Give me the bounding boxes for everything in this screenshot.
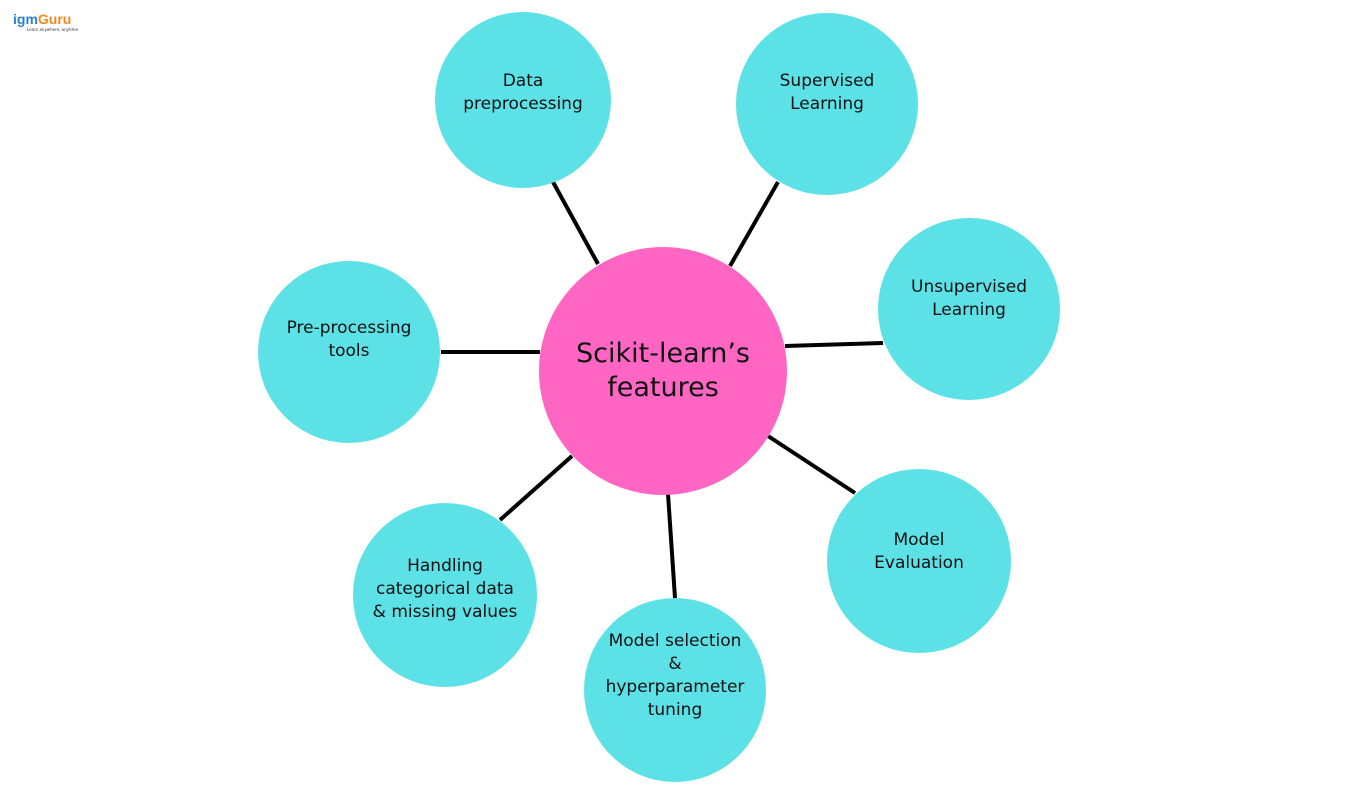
hub-scikit-learn-features: Scikit-learn’s features bbox=[539, 247, 787, 495]
logo-guru: Guru bbox=[37, 11, 72, 27]
logo-tagline: Learn anywhere, anytime bbox=[27, 27, 79, 32]
node-label: Pre-processing tools bbox=[286, 318, 412, 361]
igmguru-logo: igmGuru Learn anywhere, anytime bbox=[13, 12, 78, 32]
node-preprocessing-tools: Pre-processing tools bbox=[258, 261, 440, 443]
connector-supervised bbox=[728, 181, 780, 267]
node-label: Model Evaluation bbox=[874, 530, 964, 573]
node-label: Unsupervised Learning bbox=[911, 277, 1027, 320]
node-label: Supervised Learning bbox=[779, 71, 875, 114]
logo-igm: igm bbox=[13, 11, 38, 27]
connector-unsupervised bbox=[784, 341, 884, 348]
node-label: Model selection & hyperparameter tuning bbox=[605, 631, 745, 720]
node-supervised-learning: Supervised Learning bbox=[736, 13, 918, 195]
node-handling-categorical: Handling categorical data & missing valu… bbox=[353, 503, 537, 687]
node-model-selection: Model selection & hyperparameter tuning bbox=[584, 598, 766, 782]
hub-label: Scikit-learn’s features bbox=[576, 338, 750, 403]
connector-model-selection bbox=[666, 493, 677, 599]
connector-data-preprocessing bbox=[551, 181, 600, 265]
node-data-preprocessing: Data preprocessing bbox=[435, 12, 611, 188]
node-unsupervised-learning: Unsupervised Learning bbox=[878, 218, 1060, 400]
connector-model-evaluation bbox=[766, 434, 857, 495]
node-label: Handling categorical data & missing valu… bbox=[372, 555, 518, 622]
node-label: Data preprocessing bbox=[463, 71, 583, 114]
node-model-evaluation: Model Evaluation bbox=[827, 469, 1011, 653]
connector-handling bbox=[498, 454, 574, 522]
